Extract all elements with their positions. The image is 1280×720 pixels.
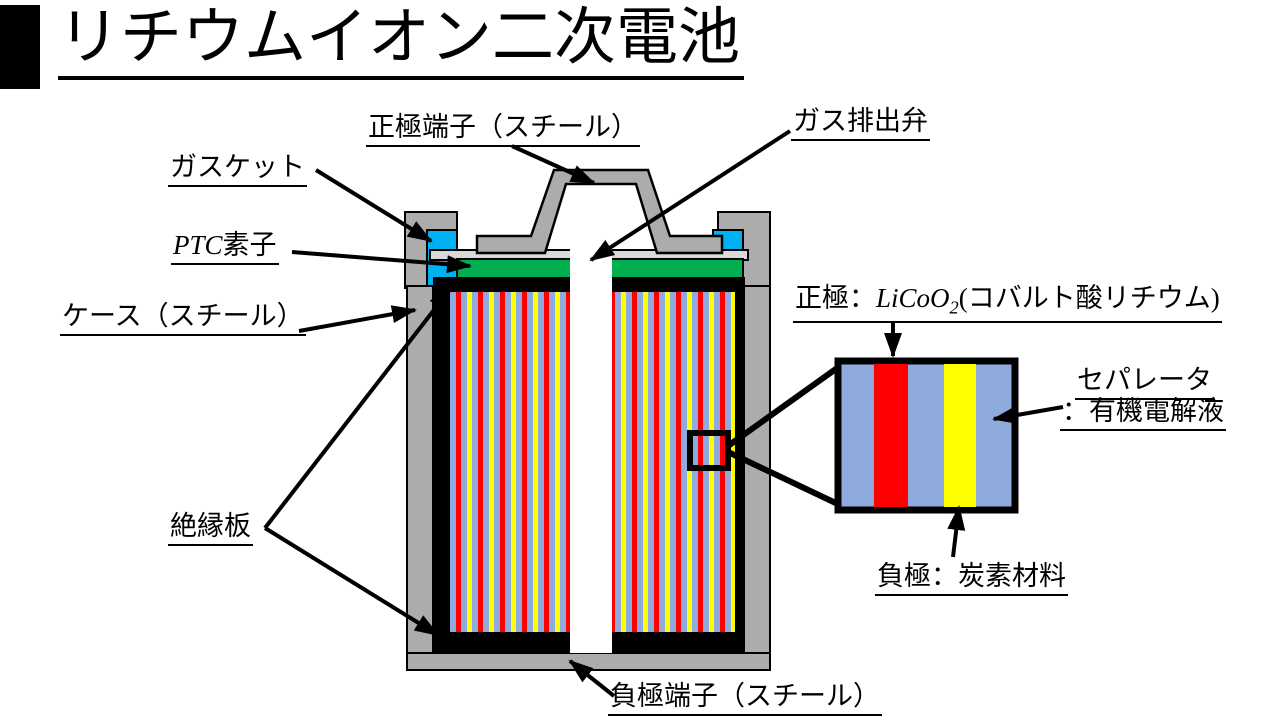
label-ptc: PTC素子 bbox=[171, 230, 279, 266]
label-ptc-word: 素子 bbox=[222, 230, 277, 260]
label-anode: 負極：炭素材料 bbox=[875, 561, 1068, 597]
page-title: リチウムイオン二次電池 bbox=[58, 3, 745, 81]
winding-left bbox=[450, 292, 570, 632]
arrow-insulator-bottom bbox=[263, 526, 440, 637]
case-bottom bbox=[406, 652, 771, 671]
label-insulator: 絶縁板 bbox=[168, 511, 253, 547]
label-negative-terminal: 負極端子（スチール） bbox=[608, 681, 882, 717]
arrow-positive-terminal bbox=[511, 144, 596, 185]
core-gap bbox=[570, 248, 612, 653]
arrow-gas-vent bbox=[589, 129, 792, 262]
winding-right bbox=[612, 292, 735, 632]
case-wall-right bbox=[743, 285, 771, 671]
label-cathode-formula: LiCoO bbox=[876, 283, 950, 313]
detail-anode-stripe bbox=[944, 364, 976, 507]
arrow-ptc bbox=[291, 250, 472, 274]
label-separator-line2: ：有機電解液 bbox=[1060, 396, 1226, 432]
arrow-anode bbox=[947, 505, 966, 558]
arrow-separator bbox=[992, 405, 1064, 424]
detail-box bbox=[834, 357, 1019, 514]
arrow-case bbox=[298, 305, 417, 333]
label-gas-vent: ガス排出弁 bbox=[791, 106, 930, 142]
label-positive-terminal: 正極端子（スチール） bbox=[366, 112, 640, 148]
zoom-marker-square bbox=[687, 430, 731, 471]
zoom-connector-bottom bbox=[726, 449, 844, 509]
arrow-insulator-top bbox=[263, 286, 453, 530]
label-cathode-formula-subscript: 2 bbox=[949, 297, 959, 318]
arrow-negative-terminal bbox=[568, 659, 616, 698]
zoom-connector-top bbox=[726, 363, 842, 449]
label-cathode-suffix: (コバルト酸リチウム) bbox=[958, 283, 1220, 313]
label-ptc-acronym: PTC bbox=[173, 230, 223, 260]
label-cathode-prefix: 正極： bbox=[795, 283, 876, 313]
vent-cap bbox=[475, 168, 724, 255]
arrow-gasket bbox=[314, 168, 433, 243]
detail-separator-area bbox=[834, 357, 1019, 514]
detail-cathode-stripe bbox=[874, 364, 908, 507]
label-gasket: ガスケット bbox=[168, 152, 307, 188]
label-separator-line1: セパレータ bbox=[1075, 365, 1214, 401]
title-accent-bar bbox=[0, 5, 40, 89]
label-case: ケース（スチール） bbox=[60, 301, 306, 337]
case-wall-left bbox=[406, 285, 434, 671]
label-cathode: 正極：LiCoO2(コバルト酸リチウム) bbox=[793, 283, 1222, 323]
